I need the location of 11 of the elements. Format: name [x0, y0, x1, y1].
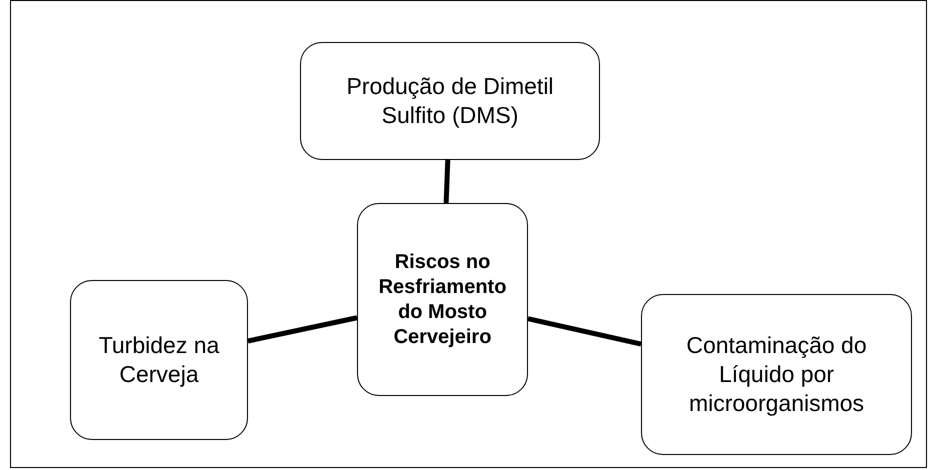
rounded-box [641, 294, 912, 455]
topic-text: Riscos no Resfriamento do Mosto Cervejeiro [378, 250, 508, 350]
connector-line [247, 315, 358, 344]
box-text: Produção de Dimetil Sulfito (DMS) [345, 72, 555, 130]
connector-line [527, 316, 642, 347]
rounded-box [70, 280, 248, 440]
rounded-box [300, 42, 600, 160]
rounded-box [357, 203, 528, 396]
box-text: Contaminação do Líquido por microorganismos [685, 331, 868, 418]
box-text: Turbidez na Cerveja [98, 331, 220, 389]
connector-line [444, 160, 450, 204]
